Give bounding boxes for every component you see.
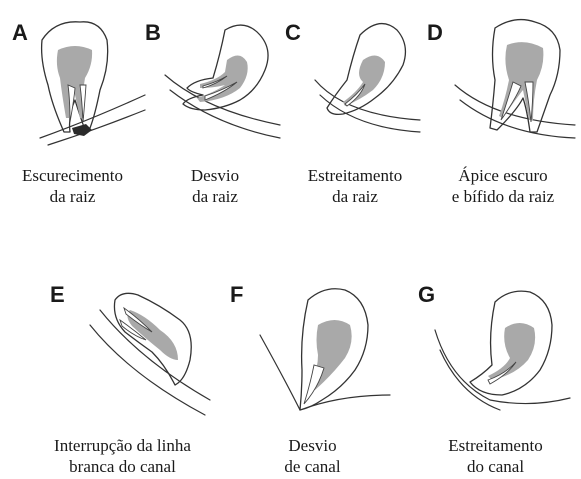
bone-line <box>460 100 575 138</box>
caption-line: do canal <box>410 456 581 477</box>
panel-caption-e: Interrupção da linha branca do canal <box>20 435 225 477</box>
tooth-illustration-a <box>0 0 145 150</box>
caption-line: Escurecimento <box>0 165 145 186</box>
tooth-illustration-f <box>230 270 395 420</box>
caption-line: branca do canal <box>20 456 225 477</box>
caption-line: Desvio <box>230 435 395 456</box>
caption-line: da raiz <box>0 186 145 207</box>
panel-caption-b: Desvio da raiz <box>145 165 285 207</box>
panel-c: C Estreitamento da raiz <box>285 0 425 230</box>
tooth-outline <box>183 25 268 110</box>
tooth-illustration-g <box>410 270 581 420</box>
panel-caption-a: Escurecimento da raiz <box>0 165 145 207</box>
panel-b: B Desvio da raiz <box>145 0 285 230</box>
panel-caption-g: Estreitamento do canal <box>410 435 581 477</box>
bone-line <box>300 395 390 410</box>
dark-spot <box>72 124 92 136</box>
panel-g: G Estreitamento do canal <box>410 270 581 479</box>
panel-d: D Ápice escuro e bífido da raiz <box>425 0 581 230</box>
tooth-illustration-e <box>20 270 225 420</box>
panel-caption-c: Estreitamento da raiz <box>285 165 425 207</box>
caption-line: Ápice escuro <box>425 165 581 186</box>
caption-line: de canal <box>230 456 395 477</box>
bone-line <box>435 330 570 404</box>
caption-line: Interrupção da linha <box>20 435 225 456</box>
pulp-chamber <box>488 323 535 380</box>
pulp-chamber <box>57 46 92 118</box>
caption-line: Estreitamento <box>285 165 425 186</box>
tooth-illustration-b <box>145 0 285 150</box>
panel-e: E Interrupção da linha branca do canal <box>20 270 225 479</box>
caption-line: da raiz <box>285 186 425 207</box>
tooth-illustration-c <box>285 0 425 150</box>
caption-line: e bífido da raiz <box>425 186 581 207</box>
panel-a: A Escurecimento da raiz <box>0 0 145 230</box>
pulp-chamber <box>343 55 385 106</box>
caption-line: da raiz <box>145 186 285 207</box>
panel-caption-f: Desvio de canal <box>230 435 395 477</box>
bone-line <box>170 90 280 138</box>
panel-caption-d: Ápice escuro e bífido da raiz <box>425 165 581 207</box>
caption-line: Desvio <box>145 165 285 186</box>
caption-line: Estreitamento <box>410 435 581 456</box>
panel-f: F Desvio de canal <box>230 270 395 479</box>
tooth-illustration-d <box>425 0 581 150</box>
bone-line <box>260 335 300 410</box>
